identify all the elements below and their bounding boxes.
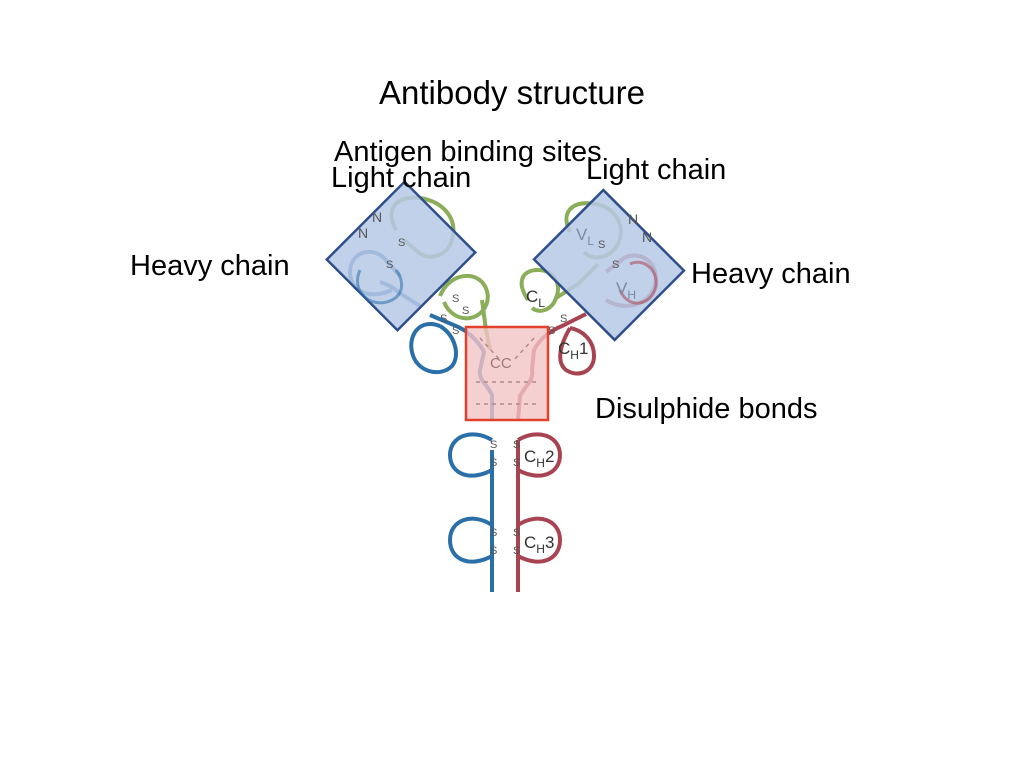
disulphide-s-ch2-left-bottom: S (490, 457, 497, 469)
variable-region-overlay (356, 260, 658, 305)
vh-label: VH (616, 279, 636, 302)
n-terminus-right-1: N (628, 211, 638, 227)
disulphide-s-cl-left-bottom: S (462, 305, 469, 317)
disulphide-s-ch1-left-top: S (440, 313, 447, 325)
ch2-label: CH2 (524, 447, 554, 470)
disulphide-s-ch1-left-bottom: S (452, 325, 459, 337)
disulphide-s-vh-left: S (386, 259, 393, 271)
disulphide-s-vh-right: S (612, 259, 619, 271)
hinge-region-box (464, 325, 550, 422)
disulphide-s-ch3-left-top: S (490, 527, 497, 539)
disulphide-s-ch2-right-bottom: S (513, 457, 520, 469)
hinge-dashed-lines (476, 337, 540, 405)
left-antigen-binding-site (324, 179, 478, 333)
disulphide-s-ch2-left-top: S (490, 439, 497, 451)
cl-label: CL (526, 287, 545, 310)
disulphide-s-ch2-right-top: S (513, 439, 520, 451)
ch1-label: CH1 (558, 339, 588, 362)
disulphide-bonds-label: Disulphide bonds (595, 393, 818, 425)
light-chain-right-label: Light chain (586, 154, 727, 186)
slide-title: Antibody structure (379, 74, 645, 111)
heavy-chain-left-label: Heavy chain (130, 250, 290, 282)
ch3-label: CH3 (524, 533, 554, 556)
hinge-cc-label: CC (490, 355, 512, 372)
disulphide-s-ch3-left-bottom: S (490, 545, 497, 557)
disulphide-s-ch1-right-bottom: S (548, 325, 555, 337)
disulphide-s-ch1-right-top: S (560, 313, 567, 325)
vl-label: VL (576, 225, 594, 248)
n-terminus-left-1: N (372, 209, 382, 225)
disulphide-s-vl-right: S (598, 239, 605, 251)
n-terminus-right-2: N (642, 229, 652, 245)
disulphide-s-ch3-right-top: S (513, 527, 520, 539)
right-antigen-binding-site (532, 188, 686, 342)
disulphide-s-ch3-right-bottom: S (513, 545, 520, 557)
antigen-binding-sites-label: Antigen binding sites (334, 136, 602, 168)
n-terminus-left-2: N (358, 225, 368, 241)
light-chain-left-label: Light chain (331, 162, 472, 194)
disulphide-s-cl-left-top: S (452, 293, 459, 305)
heavy-chain-right-label: Heavy chain (691, 258, 851, 290)
disulphide-s-vl-left: S (398, 237, 405, 249)
